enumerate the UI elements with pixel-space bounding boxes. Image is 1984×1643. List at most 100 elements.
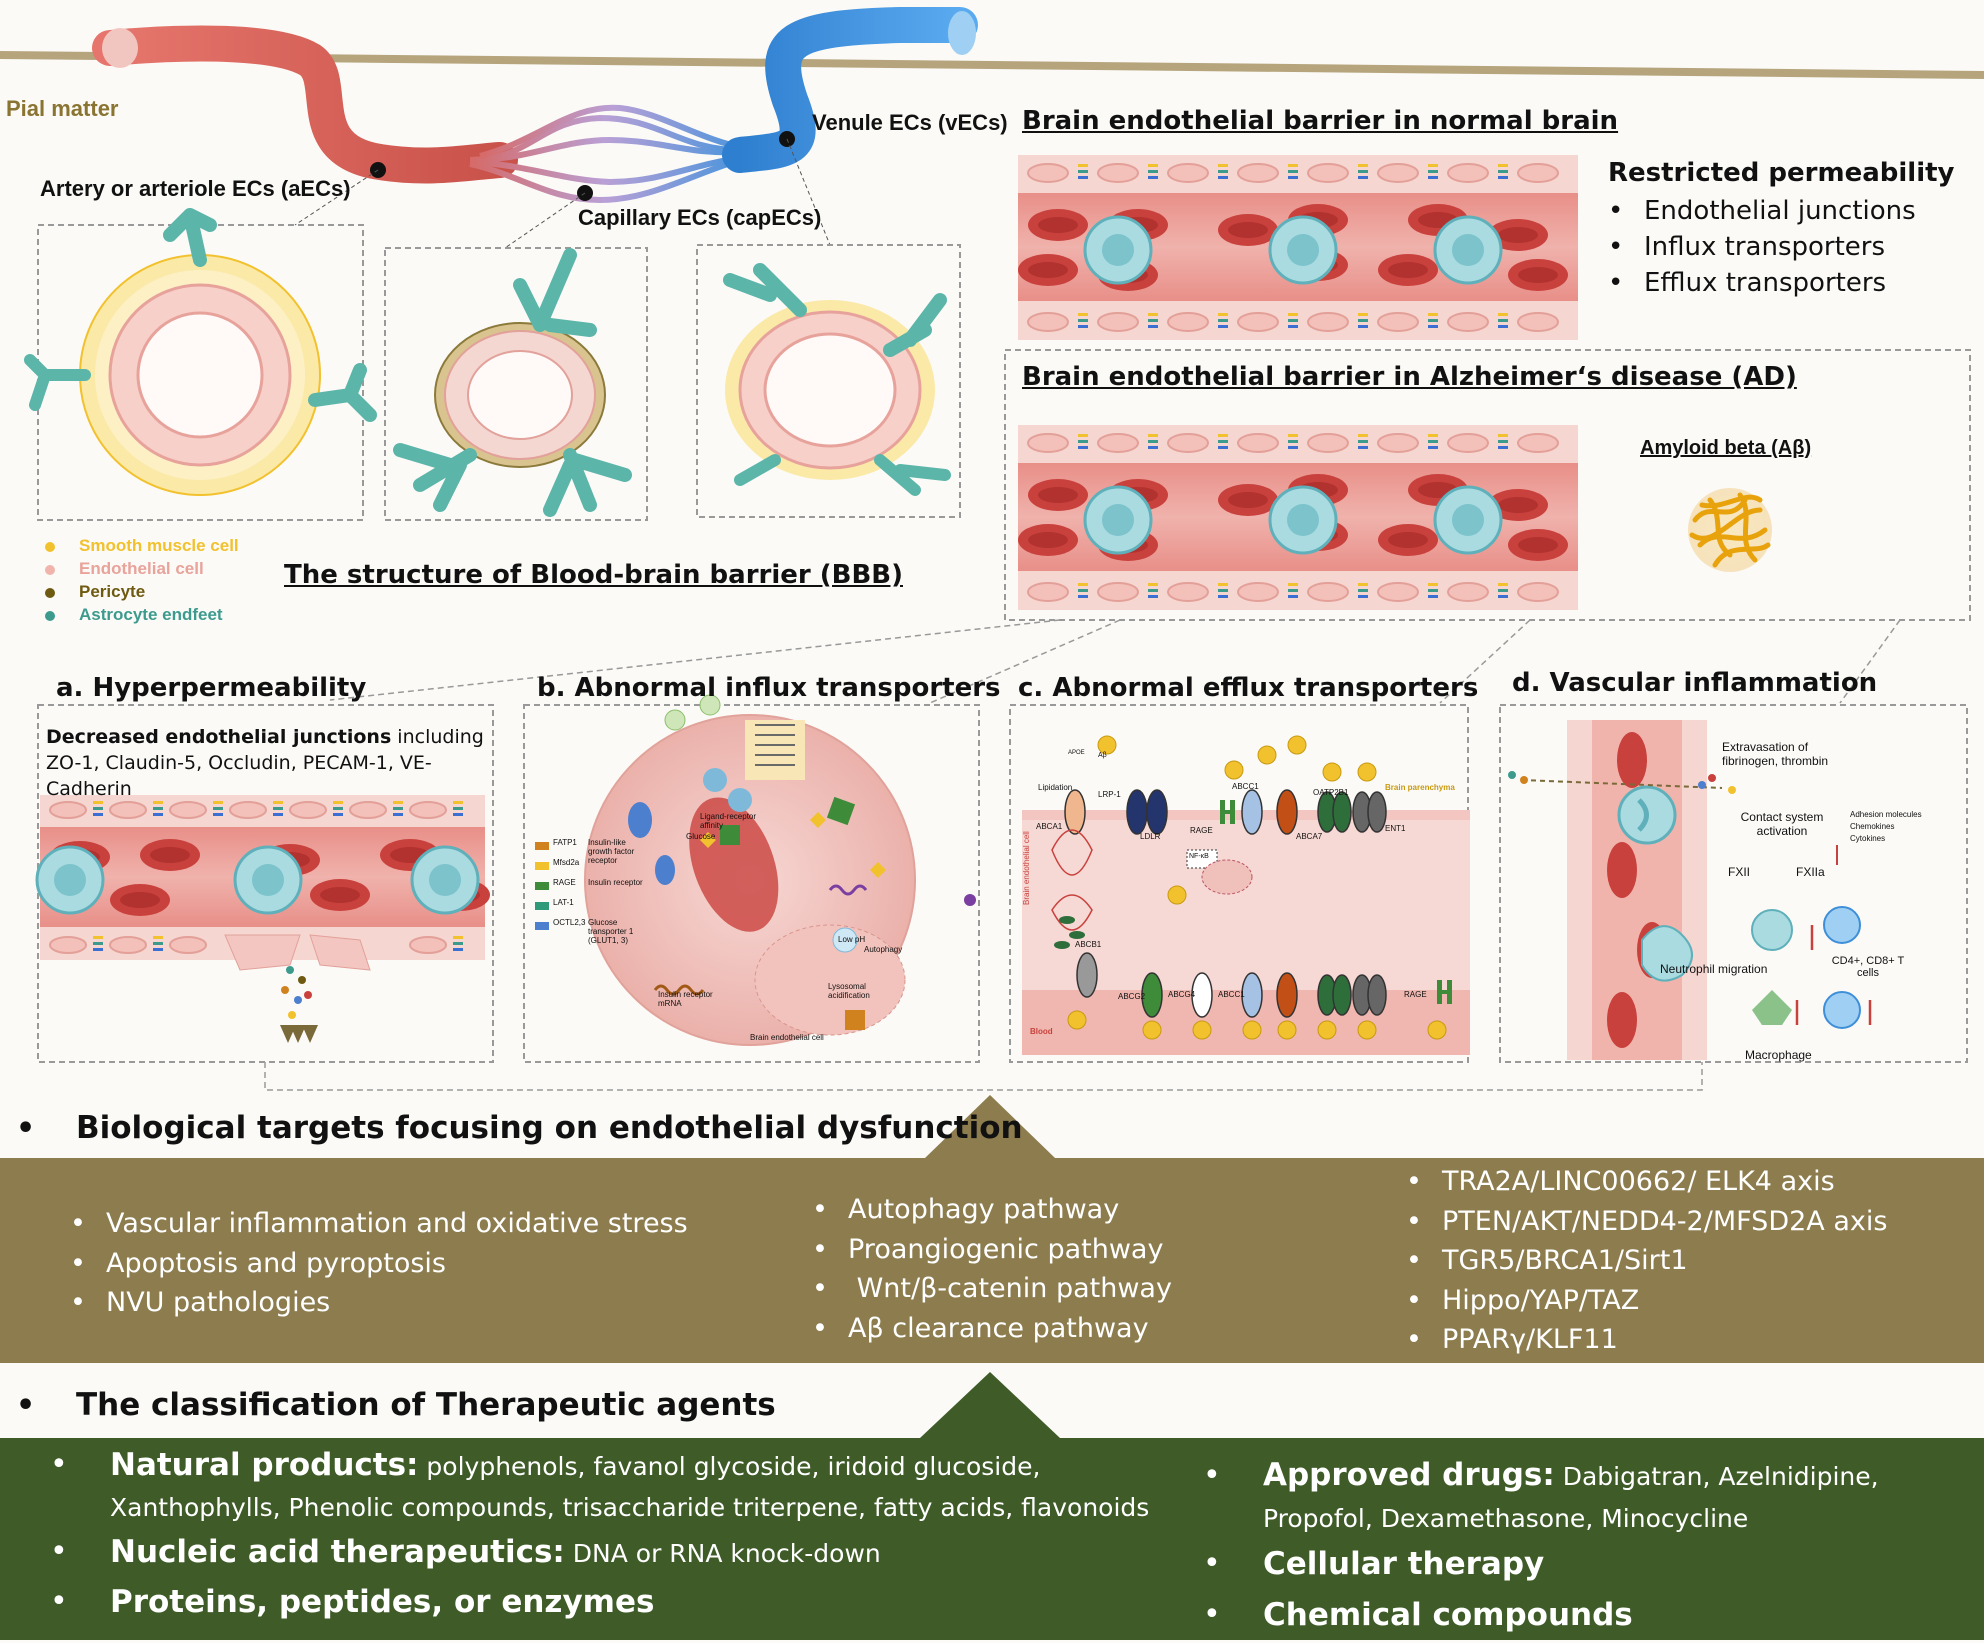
panel-d-label: FXIIa <box>1796 865 1825 879</box>
target-item: PTEN/AKT/NEDD4-2/MFSD2A axis <box>1406 1202 1887 1242</box>
panel-b-label: Glucose <box>686 832 716 841</box>
ad-title: Brain endothelial barrier in Alzheimer‘s… <box>1022 362 1797 392</box>
panel-b-legend-item: Mfsd2a <box>553 858 580 867</box>
therapeutic-item: Nucleic acid therapeutics: DNA or RNA kn… <box>50 1530 1170 1579</box>
panel-d-title: d. Vascular inflammation <box>1512 668 1878 698</box>
amyloid-label: Amyloid beta (Aβ) <box>1640 437 1812 459</box>
target-item: PPARγ/KLF11 <box>1406 1320 1887 1360</box>
panel-b-label: Ligand-receptor affinity <box>700 812 757 830</box>
vecs-label: Venule ECs (vECs) <box>812 110 1008 135</box>
panel-c-transporter-label: ENT1 <box>1385 824 1406 833</box>
bbb-structure-title: The structure of Blood-brain barrier (BB… <box>284 560 903 590</box>
panel-d-label: Macrophage <box>1745 1048 1812 1062</box>
panel-b-label: Autophagy <box>864 945 903 954</box>
target-item: Vascular inflammation and oxidative stre… <box>70 1204 688 1244</box>
panel-a-title: a. Hyperpermeability <box>56 673 367 703</box>
panel-c-label: Aβ <box>1098 752 1107 759</box>
panel-c-label: APOE <box>1068 750 1085 756</box>
therapeutics-title: •The classification of Therapeutic agent… <box>16 1387 776 1423</box>
legend-label: Pericyte <box>79 582 146 601</box>
legend-row-astrocyte: Astrocyte endfeet <box>45 603 239 626</box>
therapeutic-item: Natural products: polyphenols, favanol g… <box>50 1446 1170 1530</box>
target-item: Wnt/β-catenin pathway <box>812 1269 1172 1309</box>
legend-row-endothelial: Endothelial cell <box>45 557 239 580</box>
panel-d-label: Cytokines <box>1850 834 1886 843</box>
therapeutic-item-heading: Natural products: <box>110 1447 419 1483</box>
target-item: Hippo/YAP/TAZ <box>1406 1281 1887 1321</box>
permeability-list: Endothelial junctions Influx transporter… <box>1608 193 1916 301</box>
legend-dot <box>45 587 55 598</box>
targets-col1: Vascular inflammation and oxidative stre… <box>70 1204 688 1323</box>
therapeutics-title-text: The classification of Therapeutic agents <box>76 1387 776 1423</box>
panel-c-label: Brain endothelial cell <box>1022 831 1031 905</box>
therapeutic-item-heading: Cellular therapy <box>1263 1546 1545 1582</box>
targets-col2: Autophagy pathway Proangiogenic pathway … <box>812 1190 1172 1348</box>
panel-b-legend-item: Glucose transporter 1 (GLUT1, 3) <box>588 918 634 945</box>
panel-b-label: Low pH <box>838 935 866 944</box>
therapeutics-left-list: Natural products: polyphenols, favanol g… <box>50 1446 1170 1630</box>
panel-c-label: Lipidation <box>1038 783 1073 792</box>
permeability-item: Efflux transporters <box>1608 265 1916 301</box>
panel-d-label: Contact system activation <box>1740 810 1824 838</box>
therapeutic-item-heading: Approved drugs: <box>1263 1457 1555 1493</box>
panel-a-description: Decreased endothelial junctions includin… <box>46 724 486 802</box>
targets-title-text: Biological targets focusing on endotheli… <box>76 1110 1023 1146</box>
panel-c-transporter-label: ABCA7 <box>1296 832 1323 841</box>
target-item: Autophagy pathway <box>812 1190 1172 1230</box>
panel-c-transporter-label: ABCC1 <box>1232 782 1259 791</box>
restricted-permeability-title: Restricted permeability <box>1608 158 1955 188</box>
legend-row-smooth-muscle: Smooth muscle cell <box>45 534 239 557</box>
legend-dot <box>45 541 55 552</box>
panel-c-transporter-label: LDLR <box>1140 832 1161 841</box>
panel-c-transporter-label: ABCG2 <box>1118 992 1146 1001</box>
legend-label: Endothelial cell <box>79 559 204 578</box>
panel-d-label: FXII <box>1728 865 1751 879</box>
panel-c-transporter-label: ABCA1 <box>1036 822 1063 831</box>
therapeutic-item: Proteins, peptides, or enzymes <box>50 1579 1170 1630</box>
amyloid-beta-aggregate <box>1688 488 1772 572</box>
panel-b-legend-item: FATP1 <box>553 838 577 847</box>
panel-a-desc-bold: Decreased endothelial junctions <box>46 726 392 748</box>
panel-c-transporter-label: RAGE <box>1190 826 1213 835</box>
therapeutic-item: Cellular therapy <box>1203 1541 1903 1592</box>
pial-matter-label: Pial matter <box>6 96 119 121</box>
permeability-item: Endothelial junctions <box>1608 193 1916 229</box>
panel-b-legend-item: LAT-1 <box>553 898 574 907</box>
legend-row-pericyte: Pericyte <box>45 580 239 603</box>
therapeutics-right-list: Approved drugs: Dabigatran, Azelnidipine… <box>1203 1456 1903 1643</box>
therapeutic-item-detail: DNA or RNA knock-down <box>564 1539 881 1568</box>
panel-c-transporter-label: ABCB1 <box>1075 940 1102 949</box>
legend-dot <box>45 564 55 575</box>
panel-d-label: Extravasation of fibrinogen, thrombin <box>1722 740 1829 768</box>
panel-d-label: Neutrophil migration <box>1660 962 1768 976</box>
panel-b-legend-item: Insulin receptor <box>588 878 643 887</box>
therapeutic-item-heading: Proteins, peptides, or enzymes <box>110 1584 655 1620</box>
panel-b-legend-item: Insulin-like growth factor receptor <box>588 838 635 865</box>
panel-d-label: Chemokines <box>1850 822 1895 831</box>
panel-d-label: Adhesion molecules <box>1850 810 1922 819</box>
panel-c-transporter-label: RAGE <box>1404 990 1427 999</box>
target-item: NVU pathologies <box>70 1283 688 1323</box>
panel-c-label: Blood <box>1030 1027 1053 1036</box>
target-item: TGR5/BRCA1/Sirt1 <box>1406 1241 1887 1281</box>
panel-c-transporter-label: ABCG4 <box>1168 990 1196 999</box>
capecs-label: Capillary ECs (capECs) <box>578 205 822 230</box>
legend-label: Smooth muscle cell <box>79 536 239 555</box>
panel-c-label: NF-κB <box>1189 853 1209 860</box>
panel-c-transporter-label: LRP-1 <box>1098 790 1121 799</box>
aecs-label: Artery or arteriole ECs (aECs) <box>40 176 351 201</box>
targets-col3: TRA2A/LINC00662/ ELK4 axis PTEN/AKT/NEDD… <box>1406 1162 1887 1360</box>
targets-title: • Biological targets focusing on endothel… <box>16 1110 1023 1146</box>
panel-c-transporter-label: OATP2B1 <box>1313 788 1349 797</box>
panel-b-label: Brain endothelial cell <box>750 1033 824 1042</box>
target-item: Proangiogenic pathway <box>812 1230 1172 1270</box>
bullet-icon: • <box>16 1111 36 1146</box>
panel-b-title: b. Abnormal influx transporters <box>537 673 1001 703</box>
therapeutic-item-heading: Nucleic acid therapeutics: <box>110 1534 565 1570</box>
therapeutic-item-detail: polyphenols, favanol glycoside, iridoid … <box>110 1452 1150 1522</box>
therapeutic-item: Chemical compounds <box>1203 1592 1903 1643</box>
therapeutic-item-heading: Chemical compounds <box>1263 1597 1633 1633</box>
panel-b-legend-item: RAGE <box>553 878 576 887</box>
target-item: Apoptosis and pyroptosis <box>70 1244 688 1284</box>
panel-a-desc-rest: including ZO-1, Claudin-5, Occludin, PEC… <box>46 726 484 800</box>
